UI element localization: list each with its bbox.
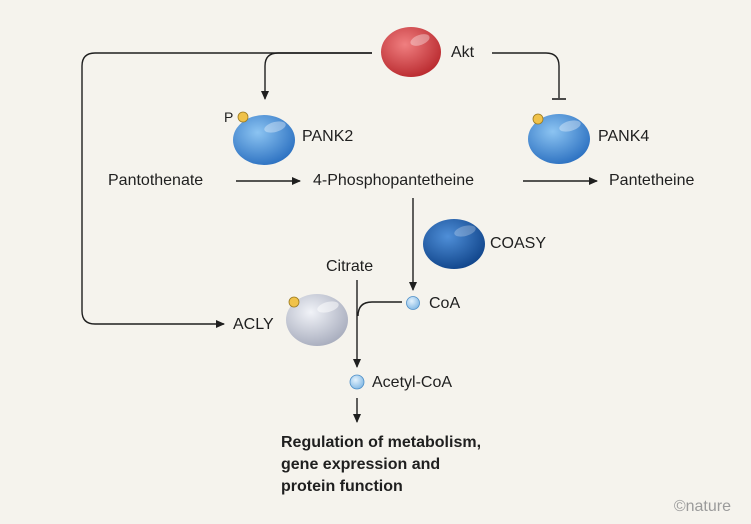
outcome-line-1: Regulation of metabolism,	[281, 434, 482, 451]
akt-to-pank2-arrow	[261, 52, 372, 100]
citrate-label: Citrate	[326, 258, 374, 275]
outcome-line-3: protein function	[281, 478, 403, 495]
acetyl-coa-label: Acetyl-CoA	[372, 374, 453, 391]
pank4-phosphate-icon	[532, 113, 544, 125]
phospho-label: P	[224, 109, 234, 125]
pank2-protein-icon	[233, 115, 295, 165]
akt-to-acly-arrow	[81, 52, 372, 328]
coasy-label: COASY	[490, 235, 547, 252]
akt-protein-icon	[381, 27, 441, 77]
akt-label: Akt	[451, 44, 475, 61]
akt-inhibits-pank4	[492, 52, 560, 98]
acly-protein-icon	[286, 294, 348, 346]
outcome-text: Regulation of metabolism, gene expressio…	[281, 432, 481, 498]
acetyl-coa-molecule-icon	[349, 374, 365, 390]
pantetheine-label: Pantetheine	[609, 172, 695, 189]
acly-phosphate-icon	[288, 296, 300, 308]
outcome-line-2: gene expression and	[281, 456, 441, 473]
nature-credit: ©nature	[673, 498, 731, 515]
pank2-phosphate-icon	[237, 111, 249, 123]
coa-label: CoA	[429, 295, 461, 312]
coa-merge-curve	[357, 301, 402, 317]
pank2-label: PANK2	[302, 128, 354, 145]
pank4-protein-icon	[528, 114, 590, 164]
phosphopantetheine-label: 4-Phosphopantetheine	[313, 172, 475, 189]
acly-label: ACLY	[233, 316, 274, 333]
pank4-label: PANK4	[598, 128, 650, 145]
coa-molecule-icon	[406, 296, 420, 310]
pantothenate-label: Pantothenate	[108, 172, 204, 189]
coasy-protein-icon	[423, 219, 485, 269]
